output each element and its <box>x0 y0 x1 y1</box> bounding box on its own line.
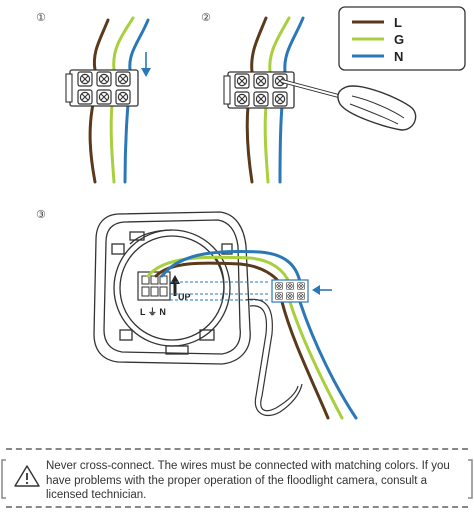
legend-label-l: L <box>394 15 402 30</box>
step-2-wires <box>245 16 305 184</box>
live-wire-lower <box>88 102 97 184</box>
ground-wire <box>146 255 292 286</box>
neutral-wire-lower <box>123 102 130 184</box>
legend-label-n: N <box>394 49 403 64</box>
step-3-label: ③ <box>36 208 46 221</box>
neutral-wire-lower <box>278 104 284 184</box>
down-arrow-icon <box>141 52 151 77</box>
ground-wire-out <box>288 300 344 420</box>
wiring-diagram: ① ② <box>36 6 466 420</box>
color-legend: L G N <box>338 6 466 71</box>
neutral-wire <box>128 18 150 72</box>
camera-terminal <box>137 271 171 301</box>
mounting-bracket <box>93 211 251 365</box>
step-3-wires <box>146 249 358 420</box>
step-2-label: ② <box>201 11 211 24</box>
legend-label-g: G <box>394 32 404 47</box>
hanging-hook <box>245 298 303 417</box>
left-bracket <box>1 459 6 499</box>
right-bracket <box>468 459 473 499</box>
dashed-guides <box>170 281 270 301</box>
neutral-wire <box>283 16 305 74</box>
ground-wire-lower <box>109 102 116 184</box>
step-3-terminal-block <box>271 279 309 303</box>
live-wire-lower <box>245 104 254 184</box>
screwdriver-icon <box>281 79 417 131</box>
left-arrow-icon <box>312 285 332 295</box>
neutral-wire-out <box>298 300 358 420</box>
terminal-label: L ⏚ N <box>140 307 166 317</box>
warning-triangle-icon <box>14 465 40 487</box>
ground-wire-lower <box>263 104 270 184</box>
live-wire-out <box>280 300 330 420</box>
neutral-wire <box>160 249 302 284</box>
live-wire <box>92 18 110 72</box>
step-1-terminal-block <box>65 69 139 107</box>
step-1-wires <box>88 16 150 184</box>
step-1-label: ① <box>36 11 46 24</box>
live-wire <box>250 16 268 74</box>
up-label: UP <box>178 292 191 302</box>
ground-wire <box>268 16 291 74</box>
warning-text: Never cross-connect. The wires must be c… <box>46 460 450 501</box>
step-2-terminal-block <box>223 71 295 109</box>
ground-wire <box>112 16 135 72</box>
warning-notice: Never cross-connect. The wires must be c… <box>1 448 473 508</box>
